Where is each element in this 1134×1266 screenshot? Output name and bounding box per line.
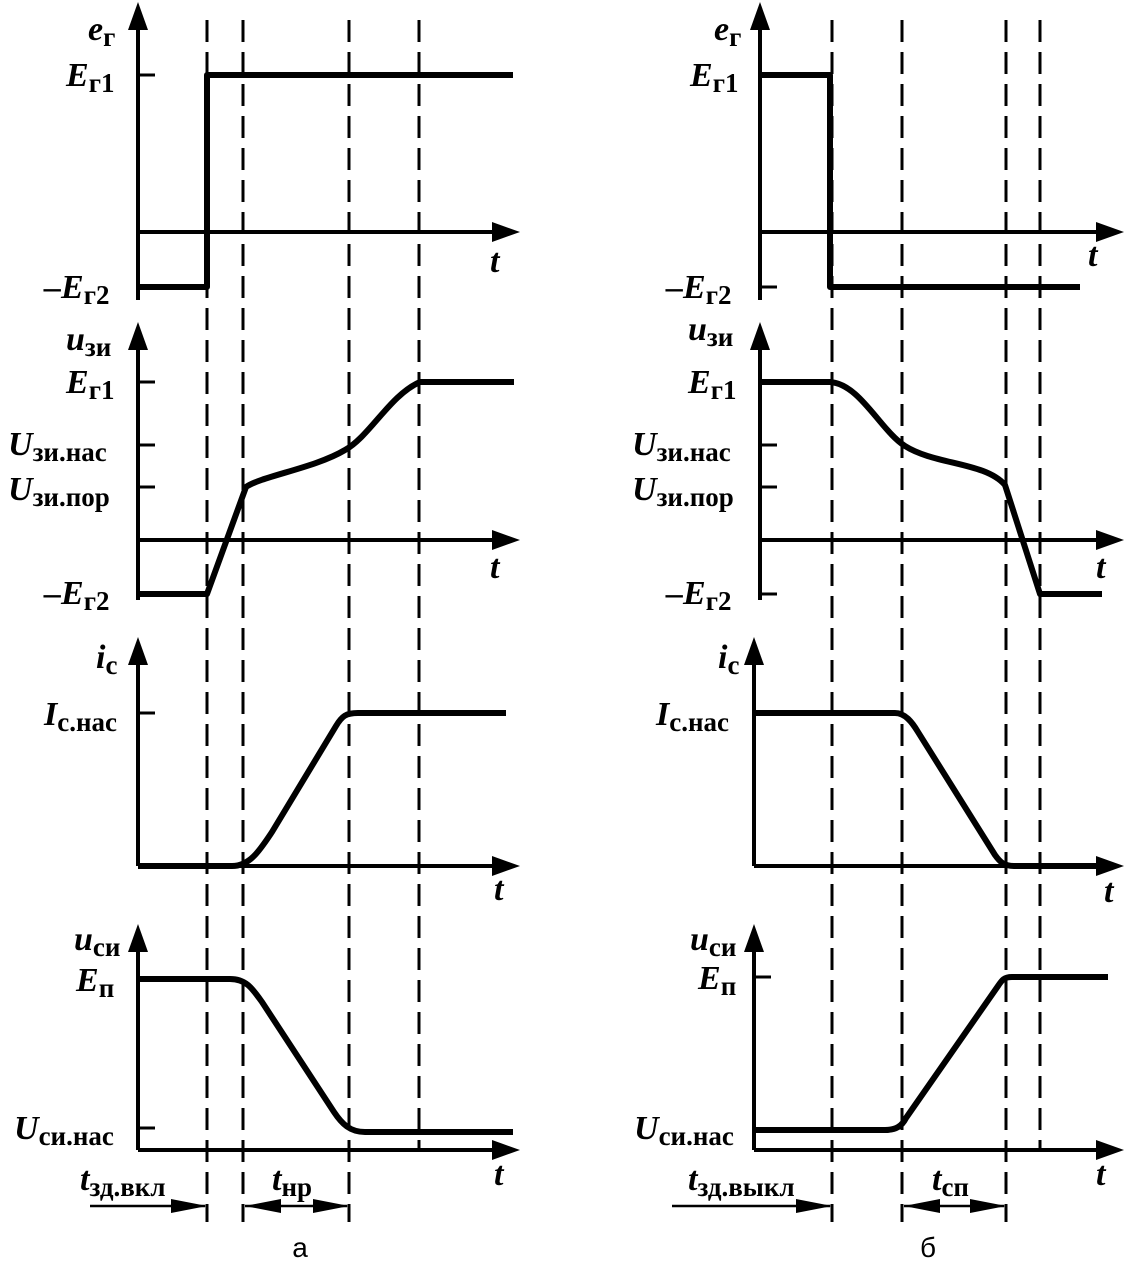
graph-uzi-b: uзи Eг1 Uзи.нас Uзи.пор –Eг2 t — [632, 311, 1124, 616]
level-label-ic-sat: Iс.нас — [655, 696, 729, 737]
t-axis-label: t — [1096, 549, 1107, 586]
level-label-uzi-thr: Uзи.пор — [632, 471, 734, 512]
t-axis-label: t — [490, 243, 501, 280]
t-axis-label: t — [490, 549, 501, 586]
uzi-waveform — [760, 379, 1102, 597]
t-axis-label: t — [1088, 237, 1099, 274]
axis-label-uzi: uзи — [66, 321, 111, 362]
t-axis-arrow — [1096, 530, 1124, 550]
t-axis-arrow — [1096, 222, 1124, 242]
panel-a: eг Eг1 –Eг2 t uзи Eг1 Uзи.нас Uзи.пор –E… — [8, 2, 520, 1263]
graph-ic-b: iс Iс.нас t — [655, 637, 1124, 910]
level-label-ic-sat: Iс.нас — [43, 696, 117, 737]
interval-label-rise: tнр — [272, 1161, 312, 1202]
t-axis-label: t — [494, 1156, 505, 1193]
ic-waveform — [138, 710, 506, 869]
graph-eg-b: eг Eг1 –Eг2 t — [665, 2, 1124, 310]
interval-label-delay-on: tзд.вкл — [80, 1161, 166, 1202]
axis-label-usi: uси — [690, 921, 736, 962]
intervals-a: tзд.вкл tнр — [80, 1161, 349, 1213]
panel-caption-a: а — [292, 1232, 308, 1263]
y-axis-arrow — [744, 637, 764, 665]
interval-arrow-head — [904, 1199, 940, 1213]
intervals-b: tзд.выкл tсп — [672, 1161, 1006, 1213]
eg-waveform — [138, 72, 513, 290]
axis-label-uzi: uзи — [688, 311, 733, 352]
interval-arrow-head — [245, 1199, 281, 1213]
interval-label-delay-off: tзд.выкл — [688, 1161, 795, 1202]
level-label-uzi-sat: Uзи.нас — [632, 426, 731, 467]
level-label-uzi-sat: Uзи.нас — [8, 426, 107, 467]
graph-uzi-a: uзи Eг1 Uзи.нас Uзи.пор –Eг2 t — [8, 321, 520, 616]
axis-label-eg: eг — [88, 11, 115, 52]
level-label-eg1: Eг1 — [687, 364, 736, 405]
y-axis-arrow — [750, 2, 770, 30]
axis-label-ic: iс — [96, 639, 117, 680]
graph-usi-a: uси Eп Uси.нас t — [14, 921, 520, 1193]
y-axis-arrow — [744, 924, 764, 952]
level-label-eg1: Eг1 — [65, 364, 114, 405]
level-label-eg2: –Eг2 — [665, 575, 731, 616]
level-label-eg2: –Eг2 — [43, 575, 109, 616]
y-axis-arrow — [128, 637, 148, 665]
panel-caption-b: б — [920, 1232, 936, 1263]
panel-b: eг Eг1 –Eг2 t uзи Eг1 Uзи.нас Uзи.пор –E… — [632, 2, 1124, 1263]
level-label-usi-sat: Uси.нас — [634, 1110, 734, 1151]
axis-label-eg: eг — [714, 11, 741, 52]
y-axis-arrow — [128, 322, 148, 350]
axis-label-ic: iс — [718, 639, 739, 680]
t-axis-label: t — [494, 871, 505, 908]
t-axis-arrow — [492, 1140, 520, 1160]
level-label-ep: Eп — [75, 962, 114, 1003]
graph-eg-a: eг Eг1 –Eг2 t — [43, 2, 520, 310]
level-label-usi-sat: Uси.нас — [14, 1110, 114, 1151]
eg-waveform — [760, 72, 1080, 290]
level-label-eg1: Eг1 — [65, 57, 114, 98]
y-axis-arrow — [128, 924, 148, 952]
ic-waveform — [754, 710, 1100, 869]
y-axis-arrow — [128, 2, 148, 30]
t-axis-label: t — [1104, 873, 1115, 910]
t-axis-arrow — [1096, 856, 1124, 876]
y-axis-arrow — [750, 322, 770, 350]
t-axis-arrow — [492, 530, 520, 550]
t-axis-arrow — [492, 856, 520, 876]
level-label-eg2: –Eг2 — [665, 269, 731, 310]
level-label-eg2: –Eг2 — [43, 269, 109, 310]
graph-usi-b: uси Eп Uси.нас t — [634, 921, 1124, 1193]
t-axis-label: t — [1096, 1156, 1107, 1193]
uzi-waveform — [138, 379, 514, 597]
t-axis-arrow — [492, 222, 520, 242]
level-label-ep: Eп — [697, 960, 736, 1001]
axis-label-usi: uси — [74, 921, 120, 962]
usi-waveform — [754, 974, 1108, 1133]
level-label-uzi-thr: Uзи.пор — [8, 471, 110, 512]
level-label-eg1: Eг1 — [689, 57, 738, 98]
interval-label-fall: tсп — [932, 1161, 969, 1202]
graph-ic-a: iс Iс.нас t — [43, 637, 520, 908]
usi-waveform — [138, 976, 513, 1135]
t-axis-arrow — [1096, 1140, 1124, 1160]
